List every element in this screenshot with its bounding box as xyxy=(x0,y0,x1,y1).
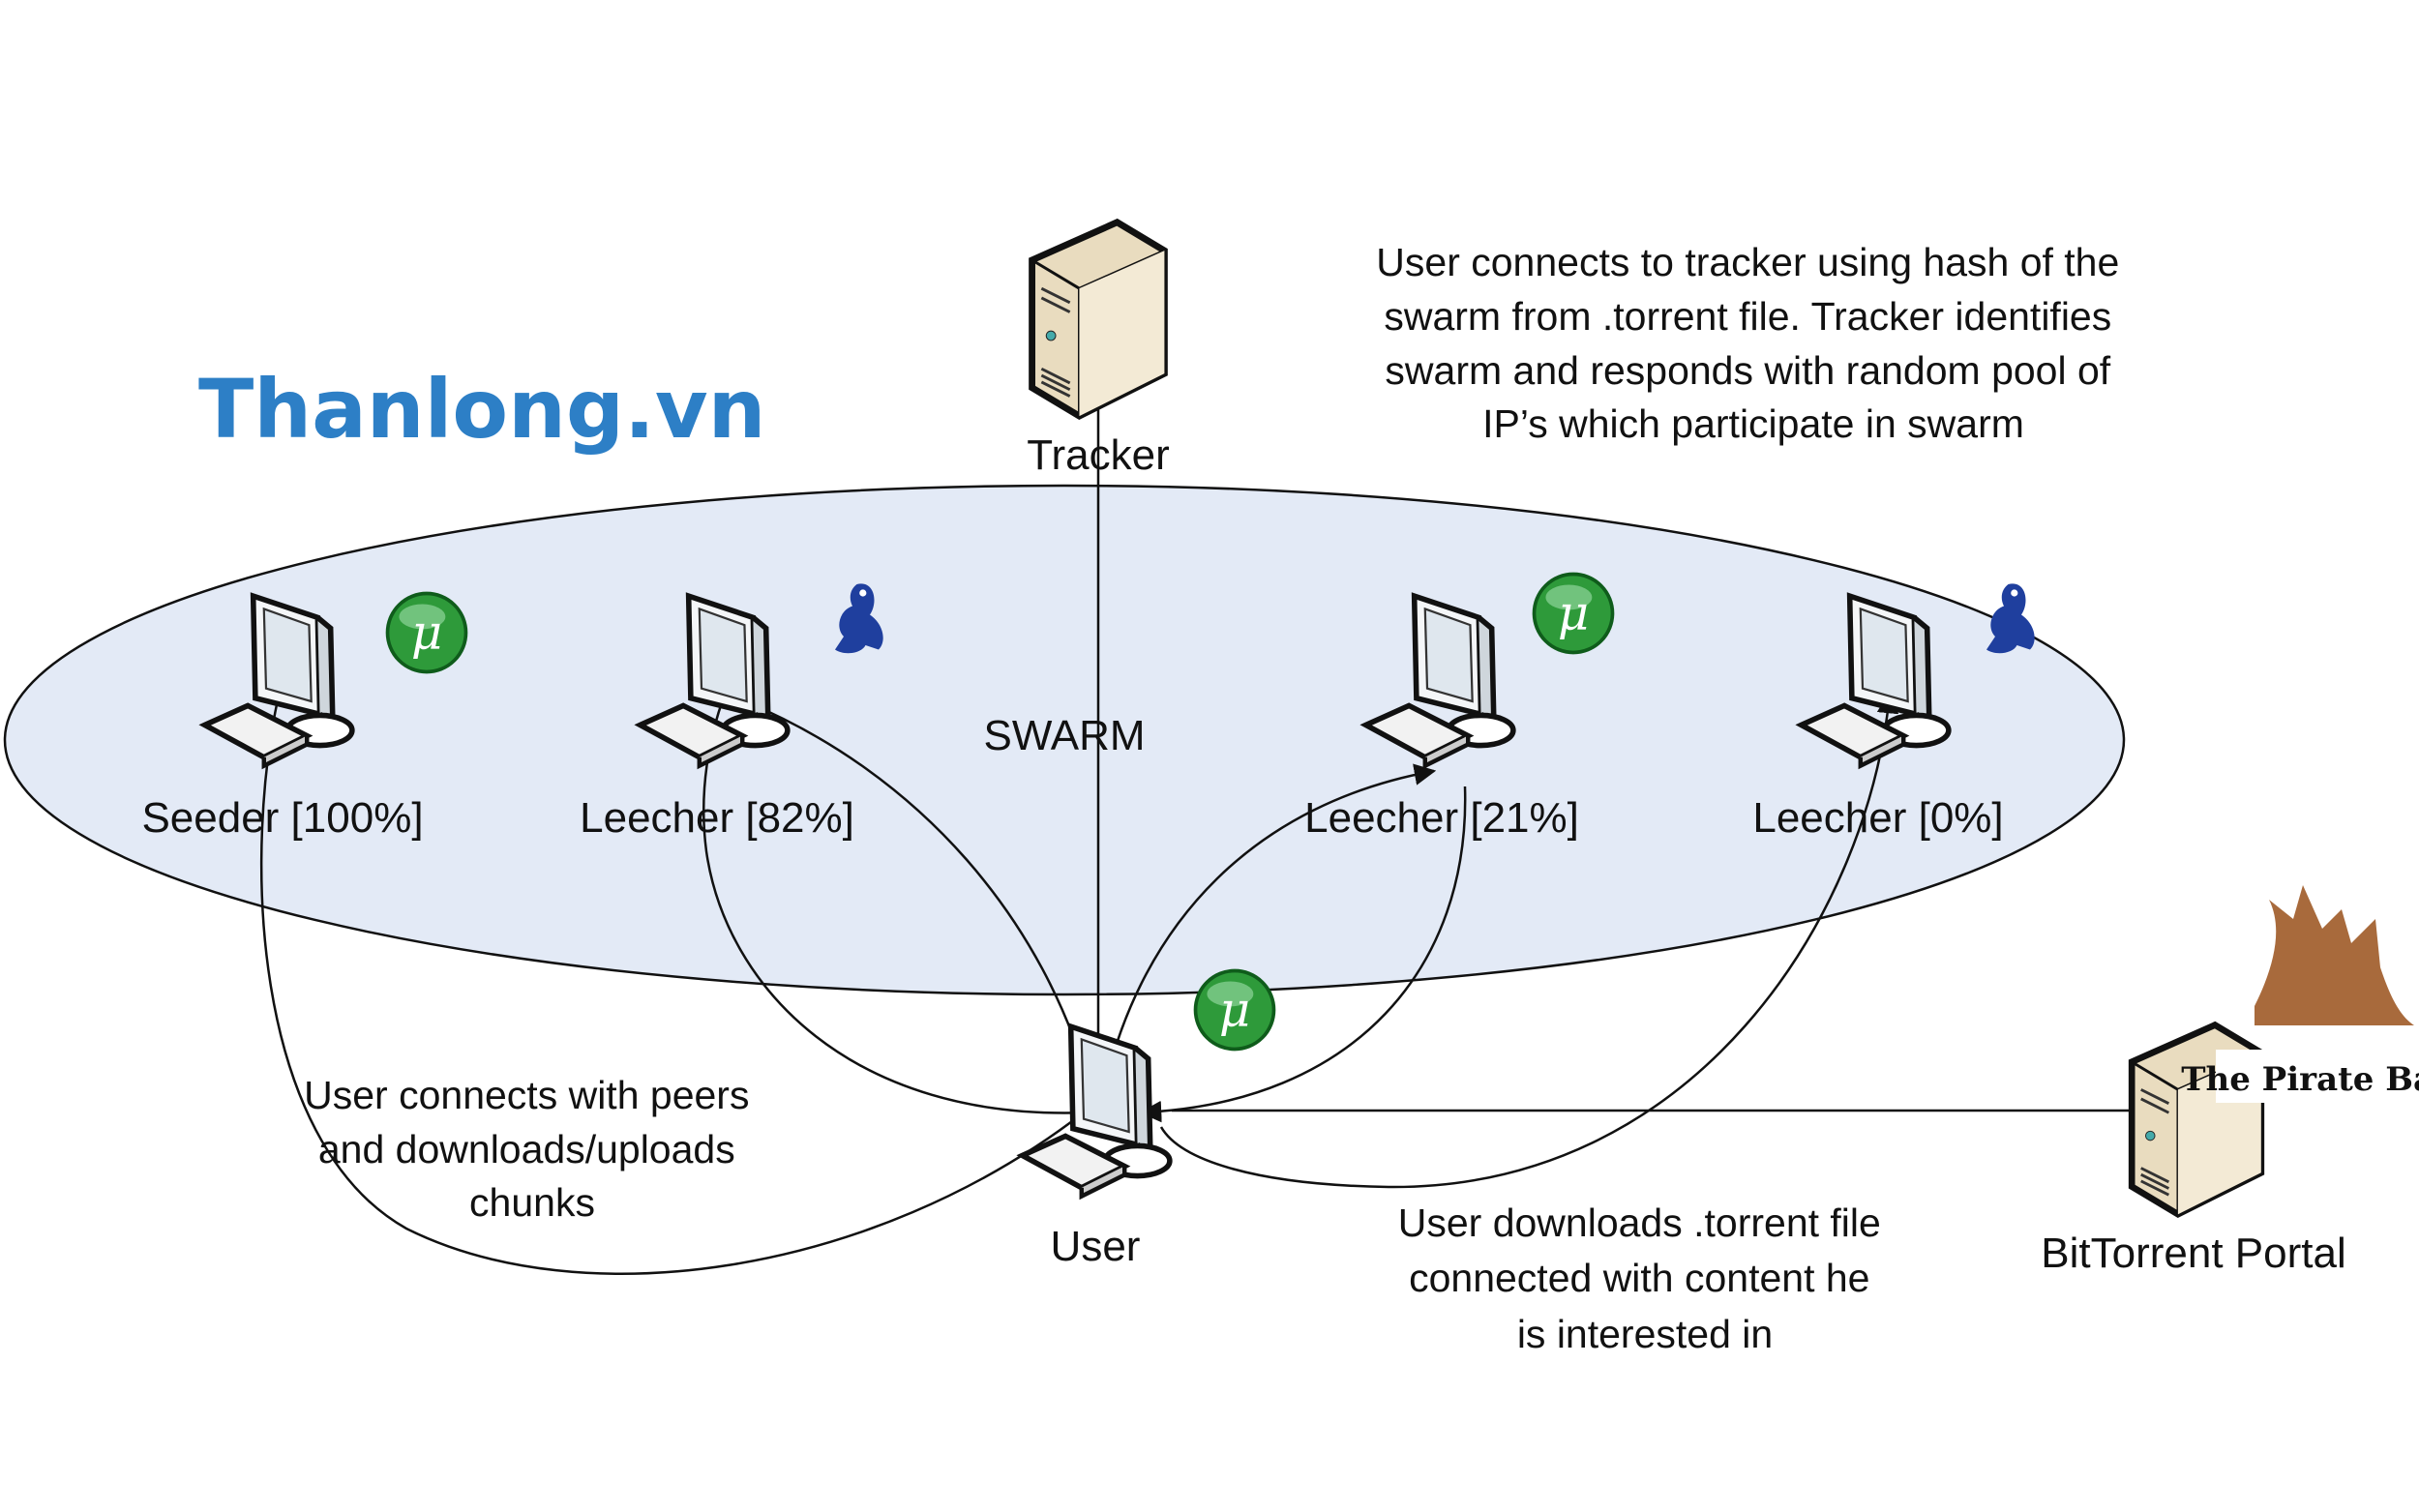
tracker-note-line: swarm from .torrent file. Tracker identi… xyxy=(1384,294,2111,339)
peers-note-line: chunks xyxy=(469,1180,595,1225)
portal-note: User downloads .torrent file connected w… xyxy=(1398,1201,1892,1356)
watermark-logo: Thanlong.vn xyxy=(198,362,765,457)
pirate-bay-logo-text: The Pirate Bay xyxy=(2181,1060,2419,1099)
peer-label-leecher21: Leecher [21%] xyxy=(1304,794,1579,842)
swarm-label: SWARM xyxy=(983,712,1145,759)
pirate-bay-logo: The Pirate Bay xyxy=(2181,885,2419,1103)
peer-label-seeder: Seeder [100%] xyxy=(141,794,423,842)
portal-note-line: User downloads .torrent file xyxy=(1398,1201,1881,1245)
user-label: User xyxy=(1051,1223,1141,1270)
utorrent-icon xyxy=(1193,968,1276,1052)
peers-note: User connects with peers and downloads/u… xyxy=(304,1073,761,1225)
peer-label-leecher0: Leecher [0%] xyxy=(1752,794,2003,842)
tracker-label: Tracker xyxy=(1027,431,1170,479)
user-seeder-link xyxy=(259,686,1085,1275)
user-leecher0-link xyxy=(1159,691,1899,1189)
tracker-server-icon xyxy=(1032,222,1165,416)
tracker-note-line: IP’s which participate in swarm xyxy=(1482,401,2024,446)
peer-label-leecher82: Leecher [82%] xyxy=(580,794,854,842)
peers-note-line: and downloads/uploads xyxy=(318,1127,735,1171)
peers-note-line: User connects with peers xyxy=(304,1073,749,1117)
utorrent-icon xyxy=(385,591,468,674)
portal-note-line: connected with content he xyxy=(1409,1256,1869,1300)
tracker-note-line: swarm and responds with random pool of xyxy=(1385,348,2110,393)
vuze-frog-icon xyxy=(1986,583,2035,654)
utorrent-icon xyxy=(1532,572,1615,655)
user-leecher21-link-a xyxy=(1101,763,1437,1094)
portal-note-line: is interested in xyxy=(1517,1312,1773,1356)
user-leecher82-link-b xyxy=(744,699,1097,1096)
tracker-note: User connects to tracker using hash of t… xyxy=(1376,240,2130,446)
user-leecher21-link-b xyxy=(1139,786,1467,1123)
tracker-note-line: User connects to tracker using hash of t… xyxy=(1376,240,2119,284)
portal-label: BitTorrent Portal xyxy=(2041,1230,2345,1277)
